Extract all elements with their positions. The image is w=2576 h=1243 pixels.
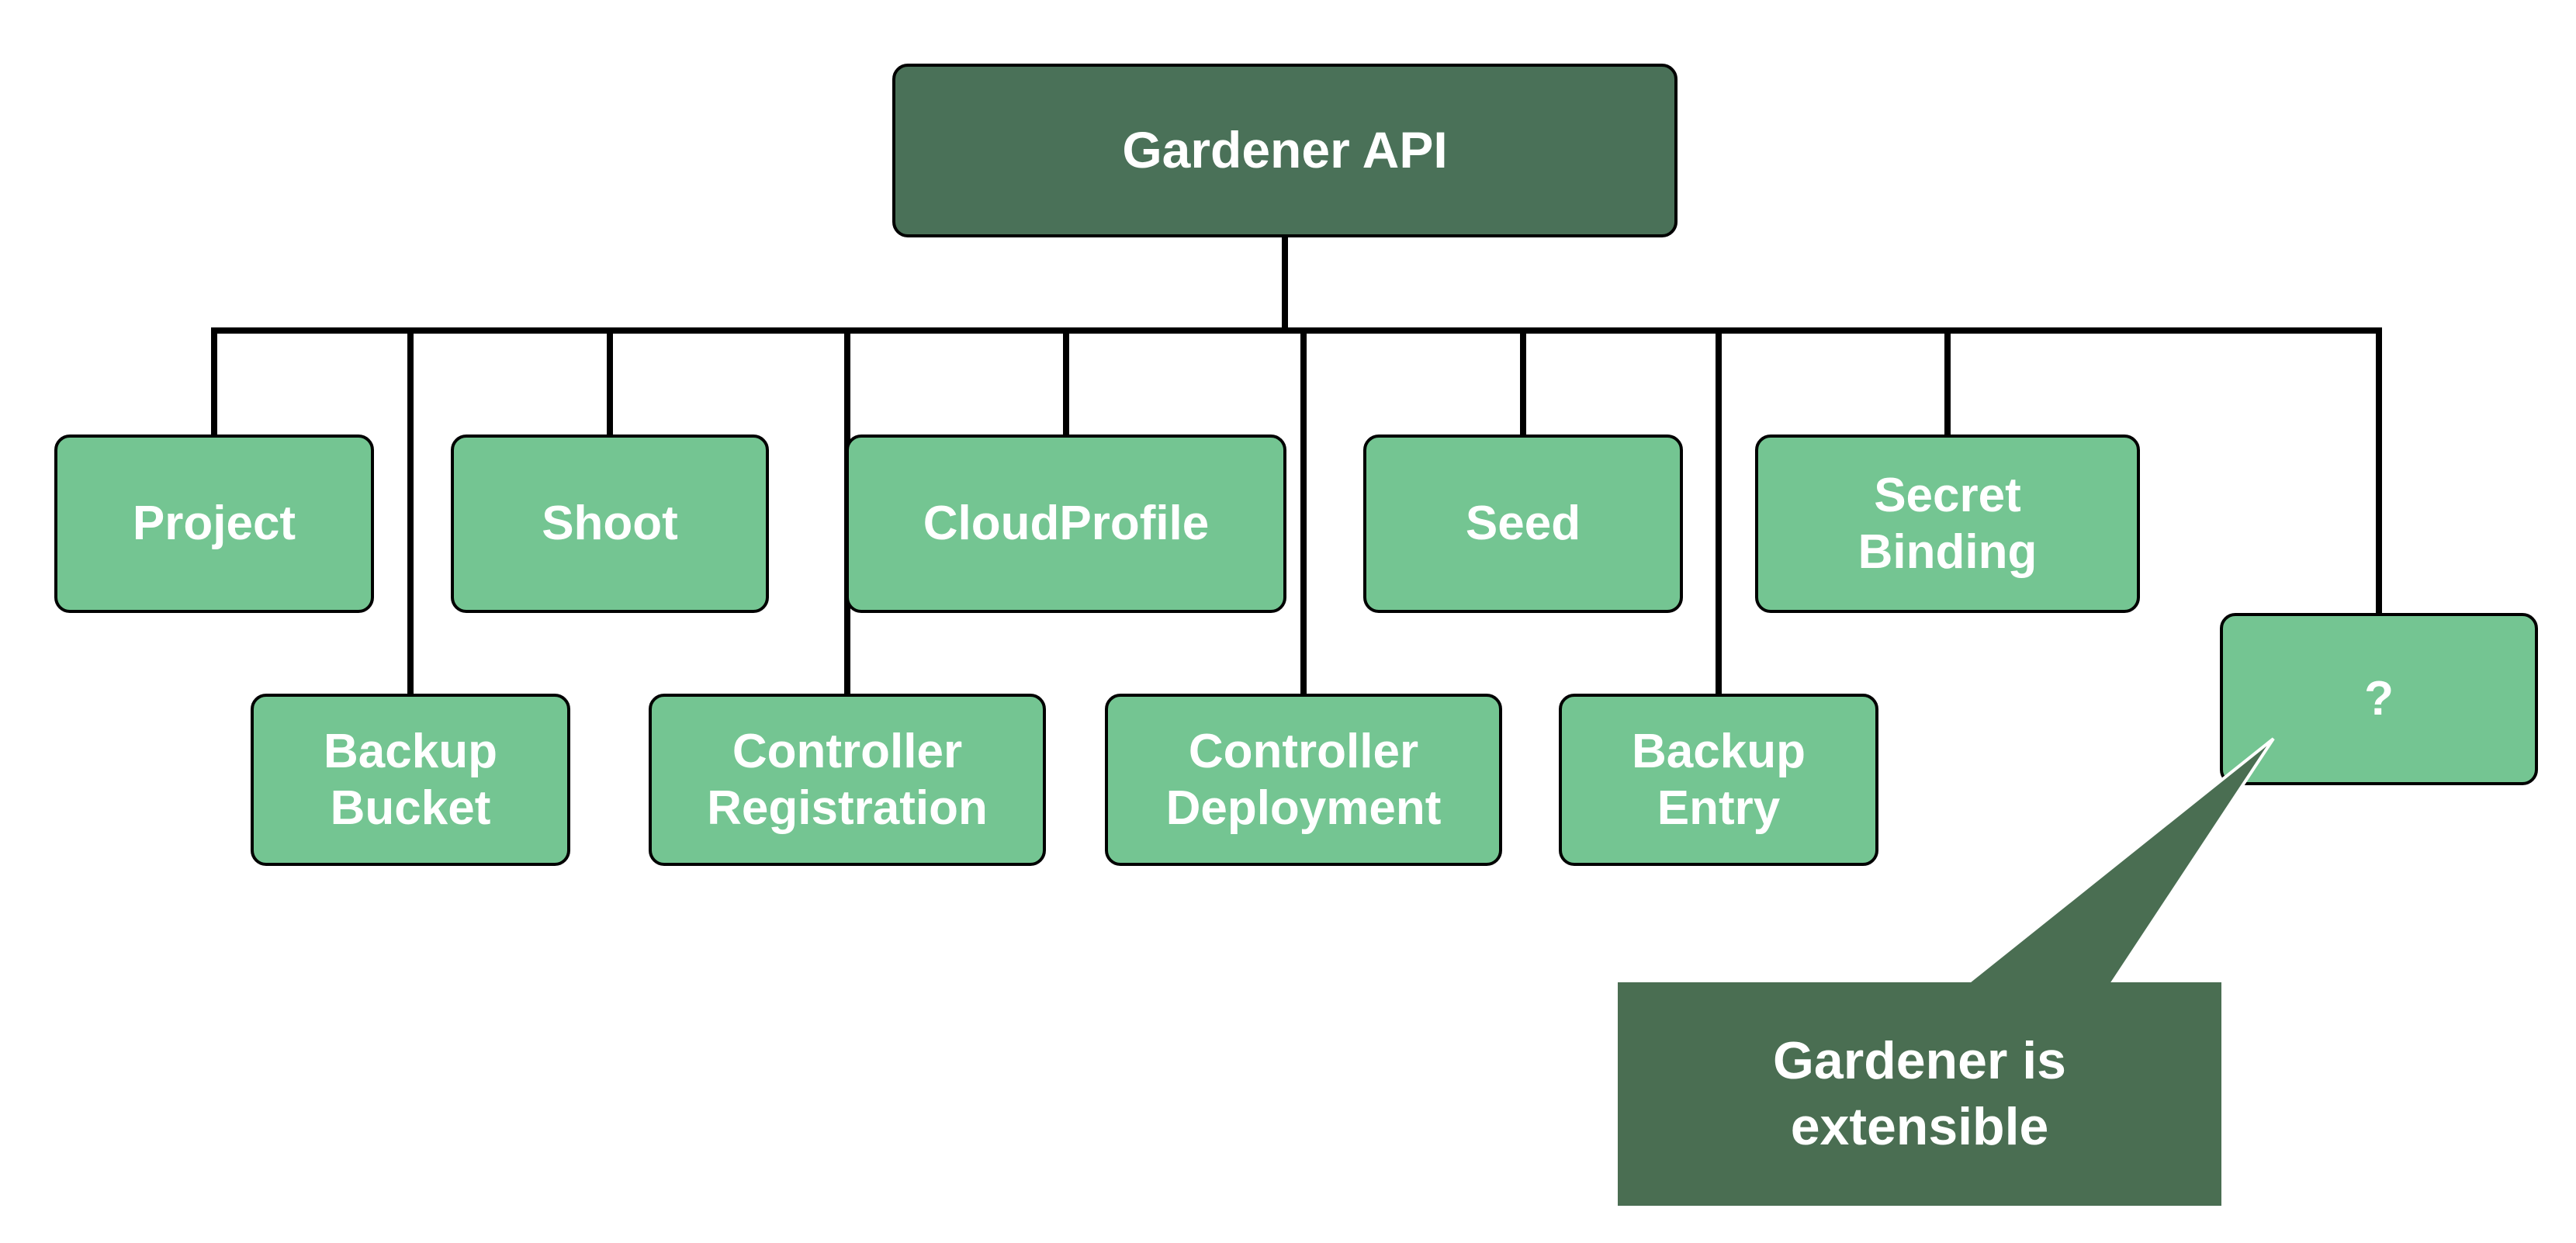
node-controller-deployment-label: Controller Deployment bbox=[1165, 724, 1442, 835]
node-shoot-label: Shoot bbox=[542, 497, 678, 551]
callout-label: Gardener is extensible bbox=[1773, 1031, 2066, 1156]
node-backup-bucket-label: Backup Bucket bbox=[324, 724, 497, 835]
node-extension-placeholder: ? bbox=[2220, 613, 2538, 785]
node-controller-registration: Controller Registration bbox=[649, 694, 1046, 866]
node-cloudprofile-label: CloudProfile bbox=[923, 497, 1210, 551]
node-project: Project bbox=[54, 435, 374, 613]
node-secret-binding-label: Secret Binding bbox=[1858, 468, 2038, 579]
node-project-label: Project bbox=[132, 497, 296, 551]
node-extension-placeholder-label: ? bbox=[2364, 672, 2394, 726]
node-backup-entry-label: Backup Entry bbox=[1632, 724, 1806, 835]
node-controller-deployment: Controller Deployment bbox=[1105, 694, 1502, 866]
node-cloudprofile: CloudProfile bbox=[846, 435, 1286, 613]
node-gardener-api-label: Gardener API bbox=[1122, 121, 1448, 179]
node-seed: Seed bbox=[1363, 435, 1683, 613]
node-backup-bucket: Backup Bucket bbox=[251, 694, 570, 866]
node-backup-entry: Backup Entry bbox=[1559, 694, 1878, 866]
callout-gardener-extensible: Gardener is extensible bbox=[1618, 982, 2221, 1206]
node-seed-label: Seed bbox=[1465, 497, 1581, 551]
node-gardener-api: Gardener API bbox=[892, 64, 1678, 237]
node-shoot: Shoot bbox=[451, 435, 769, 613]
node-controller-registration-label: Controller Registration bbox=[707, 724, 988, 835]
node-secret-binding: Secret Binding bbox=[1755, 435, 2140, 613]
